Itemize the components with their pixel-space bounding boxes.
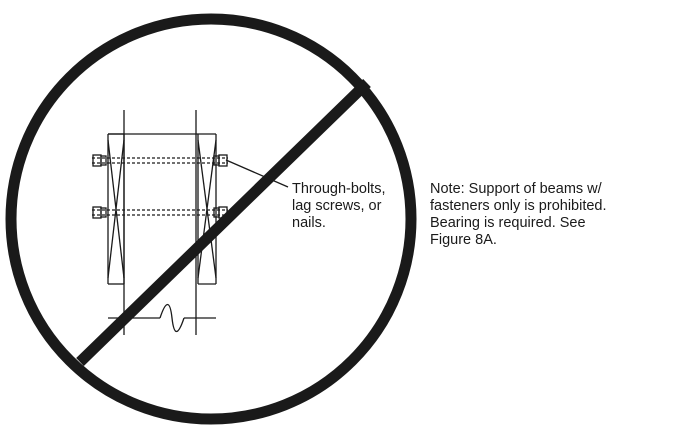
note-line: fasteners only is prohibited.: [430, 198, 607, 214]
prohibition-symbol: [5, 13, 417, 425]
callout-line: lag screws, or: [292, 198, 382, 214]
callout-leader-line: [225, 159, 289, 188]
callout-line: Through-bolts,: [292, 181, 386, 197]
prohibition-circle: [5, 13, 417, 425]
left-beam-member: [107, 133, 125, 285]
right-beam-member: [197, 134, 217, 285]
callout-line: nails.: [292, 215, 326, 231]
beam-post-assembly: [92, 110, 289, 335]
prohibition-slash: [76, 79, 371, 366]
note-line: Bearing is required. See: [430, 215, 586, 231]
center-post: [123, 110, 197, 335]
prohibition-note: Note: Support of beams w/ fasteners only…: [430, 181, 607, 249]
note-line: Note: Support of beams w/: [430, 181, 602, 197]
break-line: [108, 303, 216, 333]
upper-through-bolt: [92, 154, 228, 167]
note-line: Figure 8A.: [430, 232, 497, 248]
fastener-callout-label: Through-bolts, lag screws, or nails.: [292, 181, 386, 232]
